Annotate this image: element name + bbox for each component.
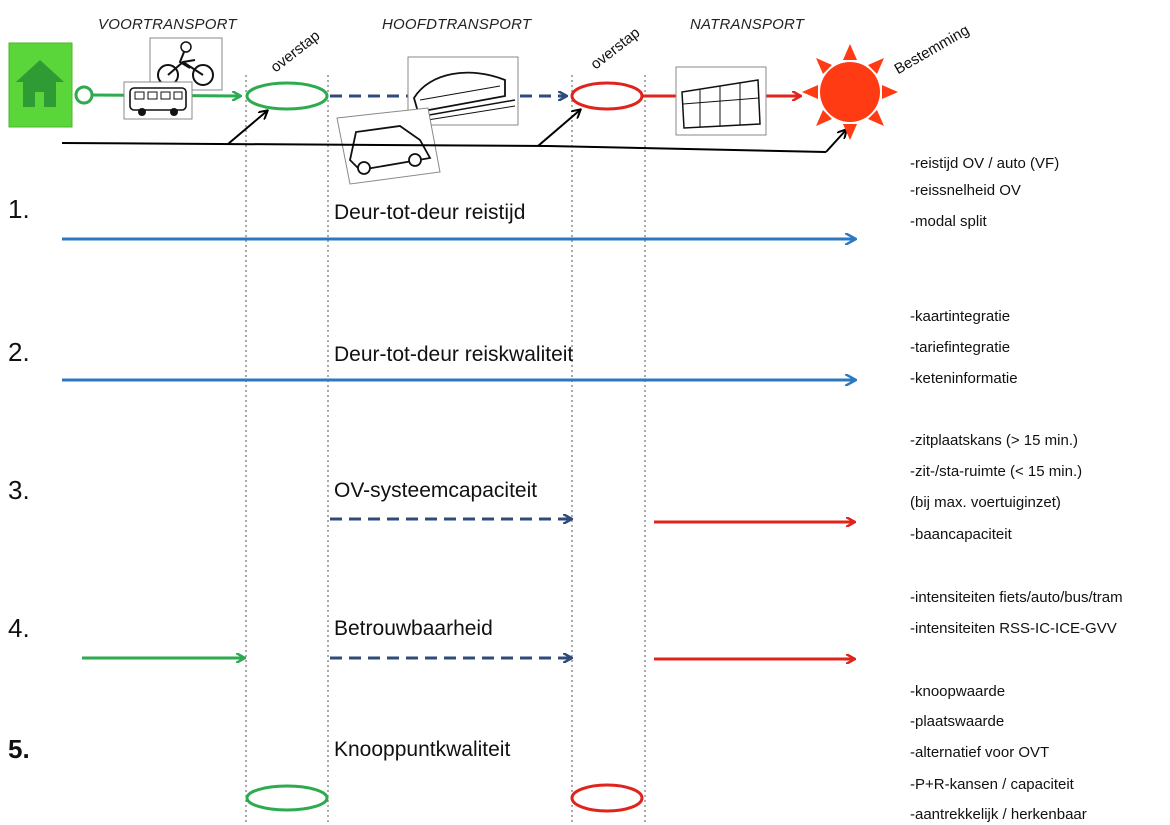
indicator: -zit-/sta-ruimte (< 15 min.) (910, 463, 1083, 480)
phase-label-post: NATRANSPORT (690, 16, 805, 33)
criterion-5-node-red (570, 783, 644, 813)
criterion-5-node-green (245, 784, 329, 812)
indicator: -kaartintegratie (910, 308, 1011, 325)
indicator: (bij max. voertuiginzet) (910, 494, 1061, 511)
indicator: -intensiteiten fiets/auto/bus/tram (910, 589, 1123, 606)
car-access-arrow-2 (537, 110, 580, 147)
criterion-title: Knooppuntkwaliteit (334, 738, 511, 761)
indicator: -intensiteiten RSS-IC-ICE-GVV (910, 620, 1117, 637)
indicator: -baancapaciteit (910, 526, 1012, 543)
indicator: -alternatief voor OVT (910, 744, 1050, 761)
indicator: -aantrekkelijk / herkenbaar (910, 806, 1087, 823)
criterion-title: Deur-tot-deur reistijd (334, 201, 526, 224)
bus-icon (123, 81, 193, 120)
car-route-line (61, 142, 827, 153)
origin-node (74, 85, 94, 105)
criterion-title: Betrouwbaarheid (334, 617, 493, 640)
criterion-title: Deur-tot-deur reiskwaliteit (334, 343, 574, 366)
indicator: -reissnelheid OV (910, 182, 1021, 199)
indicator: -tariefintegratie (910, 339, 1011, 356)
sun-icon (802, 44, 898, 140)
car-access-arrow-1 (227, 111, 267, 145)
criterion-number: 1. (8, 194, 30, 224)
tram-icon (675, 66, 767, 136)
phase-label-main: HOOFDTRANSPORT (382, 16, 532, 33)
criterion-number: 3. (8, 475, 30, 505)
house-icon (8, 42, 73, 128)
indicator: -P+R-kansen / capaciteit (910, 776, 1074, 793)
indicator: -zitplaatskans (> 15 min.) (910, 432, 1078, 449)
indicator: -reistijd OV / auto (VF) (910, 155, 1060, 172)
indicator: -knoopwaarde (910, 683, 1006, 700)
phase-label-pre: VOORTRANSPORT (98, 16, 237, 33)
indicator: -plaatswaarde (910, 713, 1005, 730)
criterion-number: 5. (8, 734, 30, 764)
indicator: -keteninformatie (910, 370, 1018, 387)
transfer-node-2 (570, 81, 644, 111)
car-access-arrow-3 (825, 130, 846, 153)
criterion-title: OV-systeemcapaciteit (334, 479, 538, 502)
guide-lines (245, 75, 646, 825)
criterion-number: 2. (8, 337, 30, 367)
criterion-number: 4. (8, 613, 30, 643)
transfer-node-1 (245, 81, 329, 111)
indicator: -modal split (910, 213, 987, 230)
